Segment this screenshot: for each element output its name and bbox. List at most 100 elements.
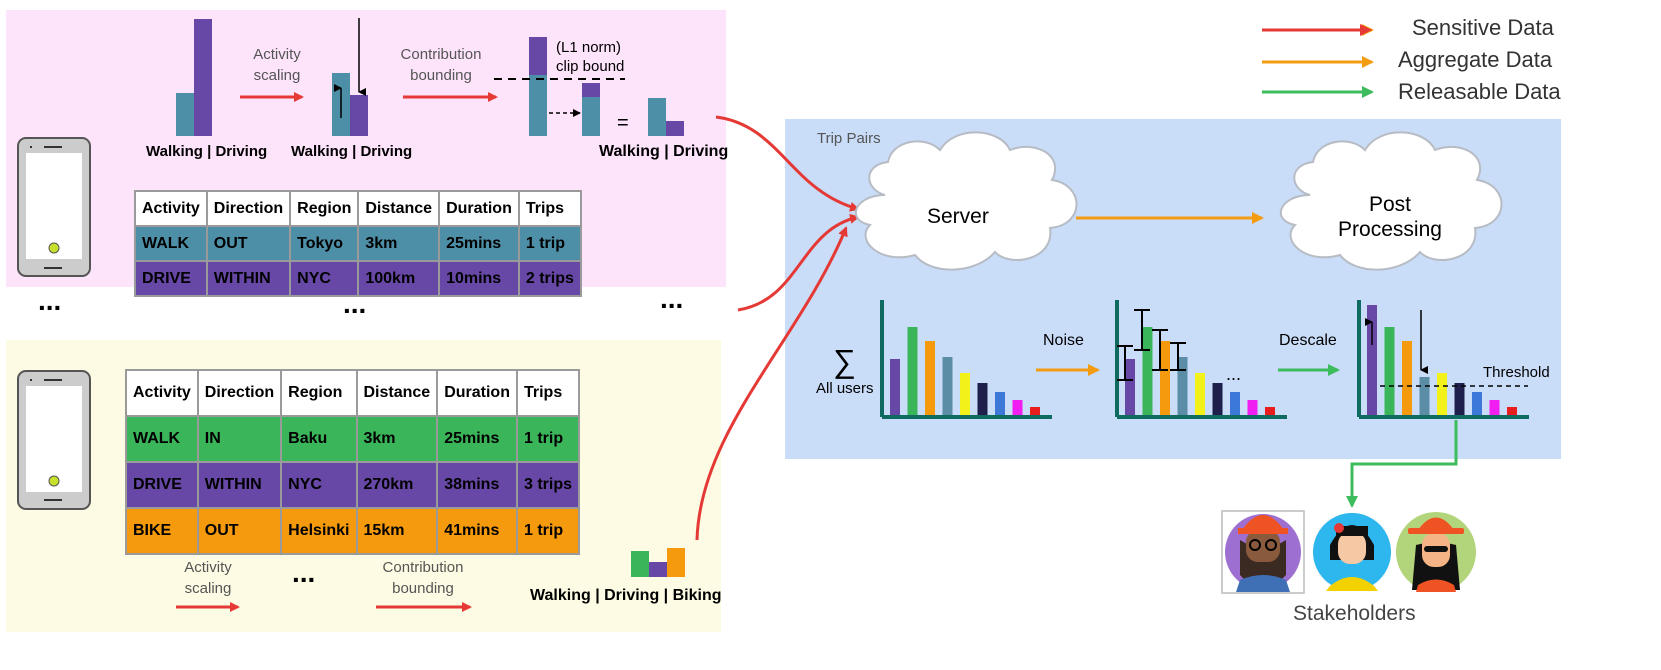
histogram-bar (925, 341, 935, 417)
histogram-bar (1012, 400, 1023, 417)
descale-label: Descale (1279, 332, 1337, 349)
table-row: BIKE OUT Helsinki 15km 41mins 1 trip (125, 507, 581, 555)
histogram-bar (1454, 383, 1465, 417)
aggregate-histograms (880, 300, 1529, 419)
u1-bars3-label: Walking | Driving (599, 143, 729, 160)
histogram-bar (1265, 407, 1275, 417)
histogram-bar (1419, 377, 1430, 417)
u2-step2-label: Contribution bounding (382, 559, 464, 597)
histogram-bar (1142, 327, 1153, 417)
col-activity: Activity (134, 190, 208, 227)
table-cell: NYC (280, 461, 358, 509)
table-row: DRIVE WITHIN NYC 270km 38mins 3 trips (125, 461, 581, 509)
trip-pairs-title: Trip Pairs (817, 130, 881, 147)
table-row: WALK IN Baku 3km 25mins 1 trip (125, 415, 581, 463)
col-region: Region (280, 369, 358, 417)
table-cell: IN (196, 415, 283, 463)
histogram-bar (1177, 357, 1188, 417)
u2-bar-biking (667, 548, 685, 577)
u1-bar2-driving (350, 95, 368, 136)
legend-aggregate-label: Aggregate Data (1398, 47, 1553, 72)
noise-label: Noise (1043, 332, 1084, 349)
threshold-label: Threshold (1483, 364, 1550, 381)
table-cell: 25mins (438, 225, 520, 262)
user2-trips-table: Activity Direction Region Distance Durat… (125, 369, 581, 555)
table-cell: Tokyo (289, 225, 360, 262)
legend-sensitive-label: Sensitive Data (1412, 15, 1554, 40)
post-processing-label-1: Post (1368, 193, 1412, 216)
histogram-bar (1230, 392, 1240, 417)
u1-bars1-label: Walking | Driving (146, 143, 268, 160)
table-cell: WITHIN (196, 461, 283, 509)
histogram-bar (1472, 392, 1482, 417)
arrow-user1-to-server (715, 115, 860, 212)
table-cell: OUT (205, 225, 292, 262)
table-cell: 2 trips (517, 260, 582, 297)
u2-bars-label: Walking | Driving | Biking (530, 587, 722, 604)
col-activity: Activity (125, 369, 199, 417)
table-cell: DRIVE (134, 260, 208, 297)
post-processing-label-2: Processing (1338, 218, 1442, 241)
table-cell: DRIVE (125, 461, 199, 509)
col-distance: Distance (355, 369, 439, 417)
table-header-row: Activity Direction Region Distance Durat… (125, 369, 581, 417)
table-cell: 25mins (436, 415, 518, 463)
clip-bound-label-2: clip bound (556, 58, 625, 75)
histogram-bar (960, 373, 970, 417)
histogram-bar (995, 392, 1005, 417)
table-cell: Baku (280, 415, 358, 463)
histogram-bar (1247, 400, 1258, 417)
chart-ellipsis: ... (1226, 364, 1242, 384)
histogram-bar (1125, 359, 1135, 417)
post-processing-cloud (1279, 131, 1503, 271)
col-duration: Duration (436, 369, 518, 417)
histogram-bar (977, 383, 988, 417)
arrow-other-to-server (737, 213, 860, 312)
col-direction: Direction (196, 369, 283, 417)
table-cell: BIKE (125, 507, 199, 555)
table-cell: 100km (357, 260, 441, 297)
all-users-label: All users (816, 380, 874, 397)
u1-bar3-walking (648, 98, 666, 136)
phone-icon-user2 (17, 370, 91, 510)
u2-bar-driving (649, 562, 667, 577)
table-cell: 3km (357, 225, 441, 262)
sigma-symbol: ∑ (833, 343, 856, 379)
table-cell: 270km (355, 461, 439, 509)
histogram-bar (1402, 341, 1412, 417)
histogram-bar (1212, 383, 1223, 417)
user1-trips-table: Activity Direction Region Distance Durat… (134, 190, 582, 297)
ellipsis-middle: ... (343, 288, 367, 319)
table-cell: 1 trip (517, 225, 582, 262)
phone-icon-user1 (17, 137, 91, 277)
clip-bound-label-1: (L1 norm) (556, 39, 622, 56)
avatar-stakeholder-1 (1221, 510, 1305, 594)
u2-ellipsis: ... (292, 557, 316, 588)
histogram-bar (1195, 373, 1205, 417)
equals-sign: = (617, 112, 629, 134)
histogram-bar (1384, 327, 1395, 417)
table-header-row: Activity Direction Region Distance Durat… (134, 190, 582, 227)
histogram-aggregate (880, 300, 1052, 419)
ellipsis-left: ... (38, 285, 62, 316)
server-label: Server (927, 205, 989, 228)
table-cell: 3km (355, 415, 439, 463)
table-cell: 41mins (436, 507, 518, 555)
u1-step2-label: Contribution bounding (400, 46, 482, 84)
histogram-bar (1030, 407, 1040, 417)
table-cell: 1 trip (515, 507, 581, 555)
ellipsis-right: ... (660, 283, 684, 314)
histogram-bar (1367, 305, 1377, 417)
histogram-noised (1115, 300, 1287, 419)
histogram-bar (1489, 400, 1500, 417)
col-trips: Trips (515, 369, 581, 417)
table-cell: WALK (125, 415, 199, 463)
col-trips: Trips (517, 190, 582, 227)
histogram-bar (1437, 373, 1447, 417)
avatar-stakeholder-2 (1313, 513, 1391, 591)
u1-bars2-label: Walking | Driving (291, 143, 413, 160)
server-cloud (854, 131, 1078, 271)
u1-step1-label: Activity scaling (253, 46, 301, 84)
col-duration: Duration (438, 190, 520, 227)
table-cell: 3 trips (515, 461, 581, 509)
